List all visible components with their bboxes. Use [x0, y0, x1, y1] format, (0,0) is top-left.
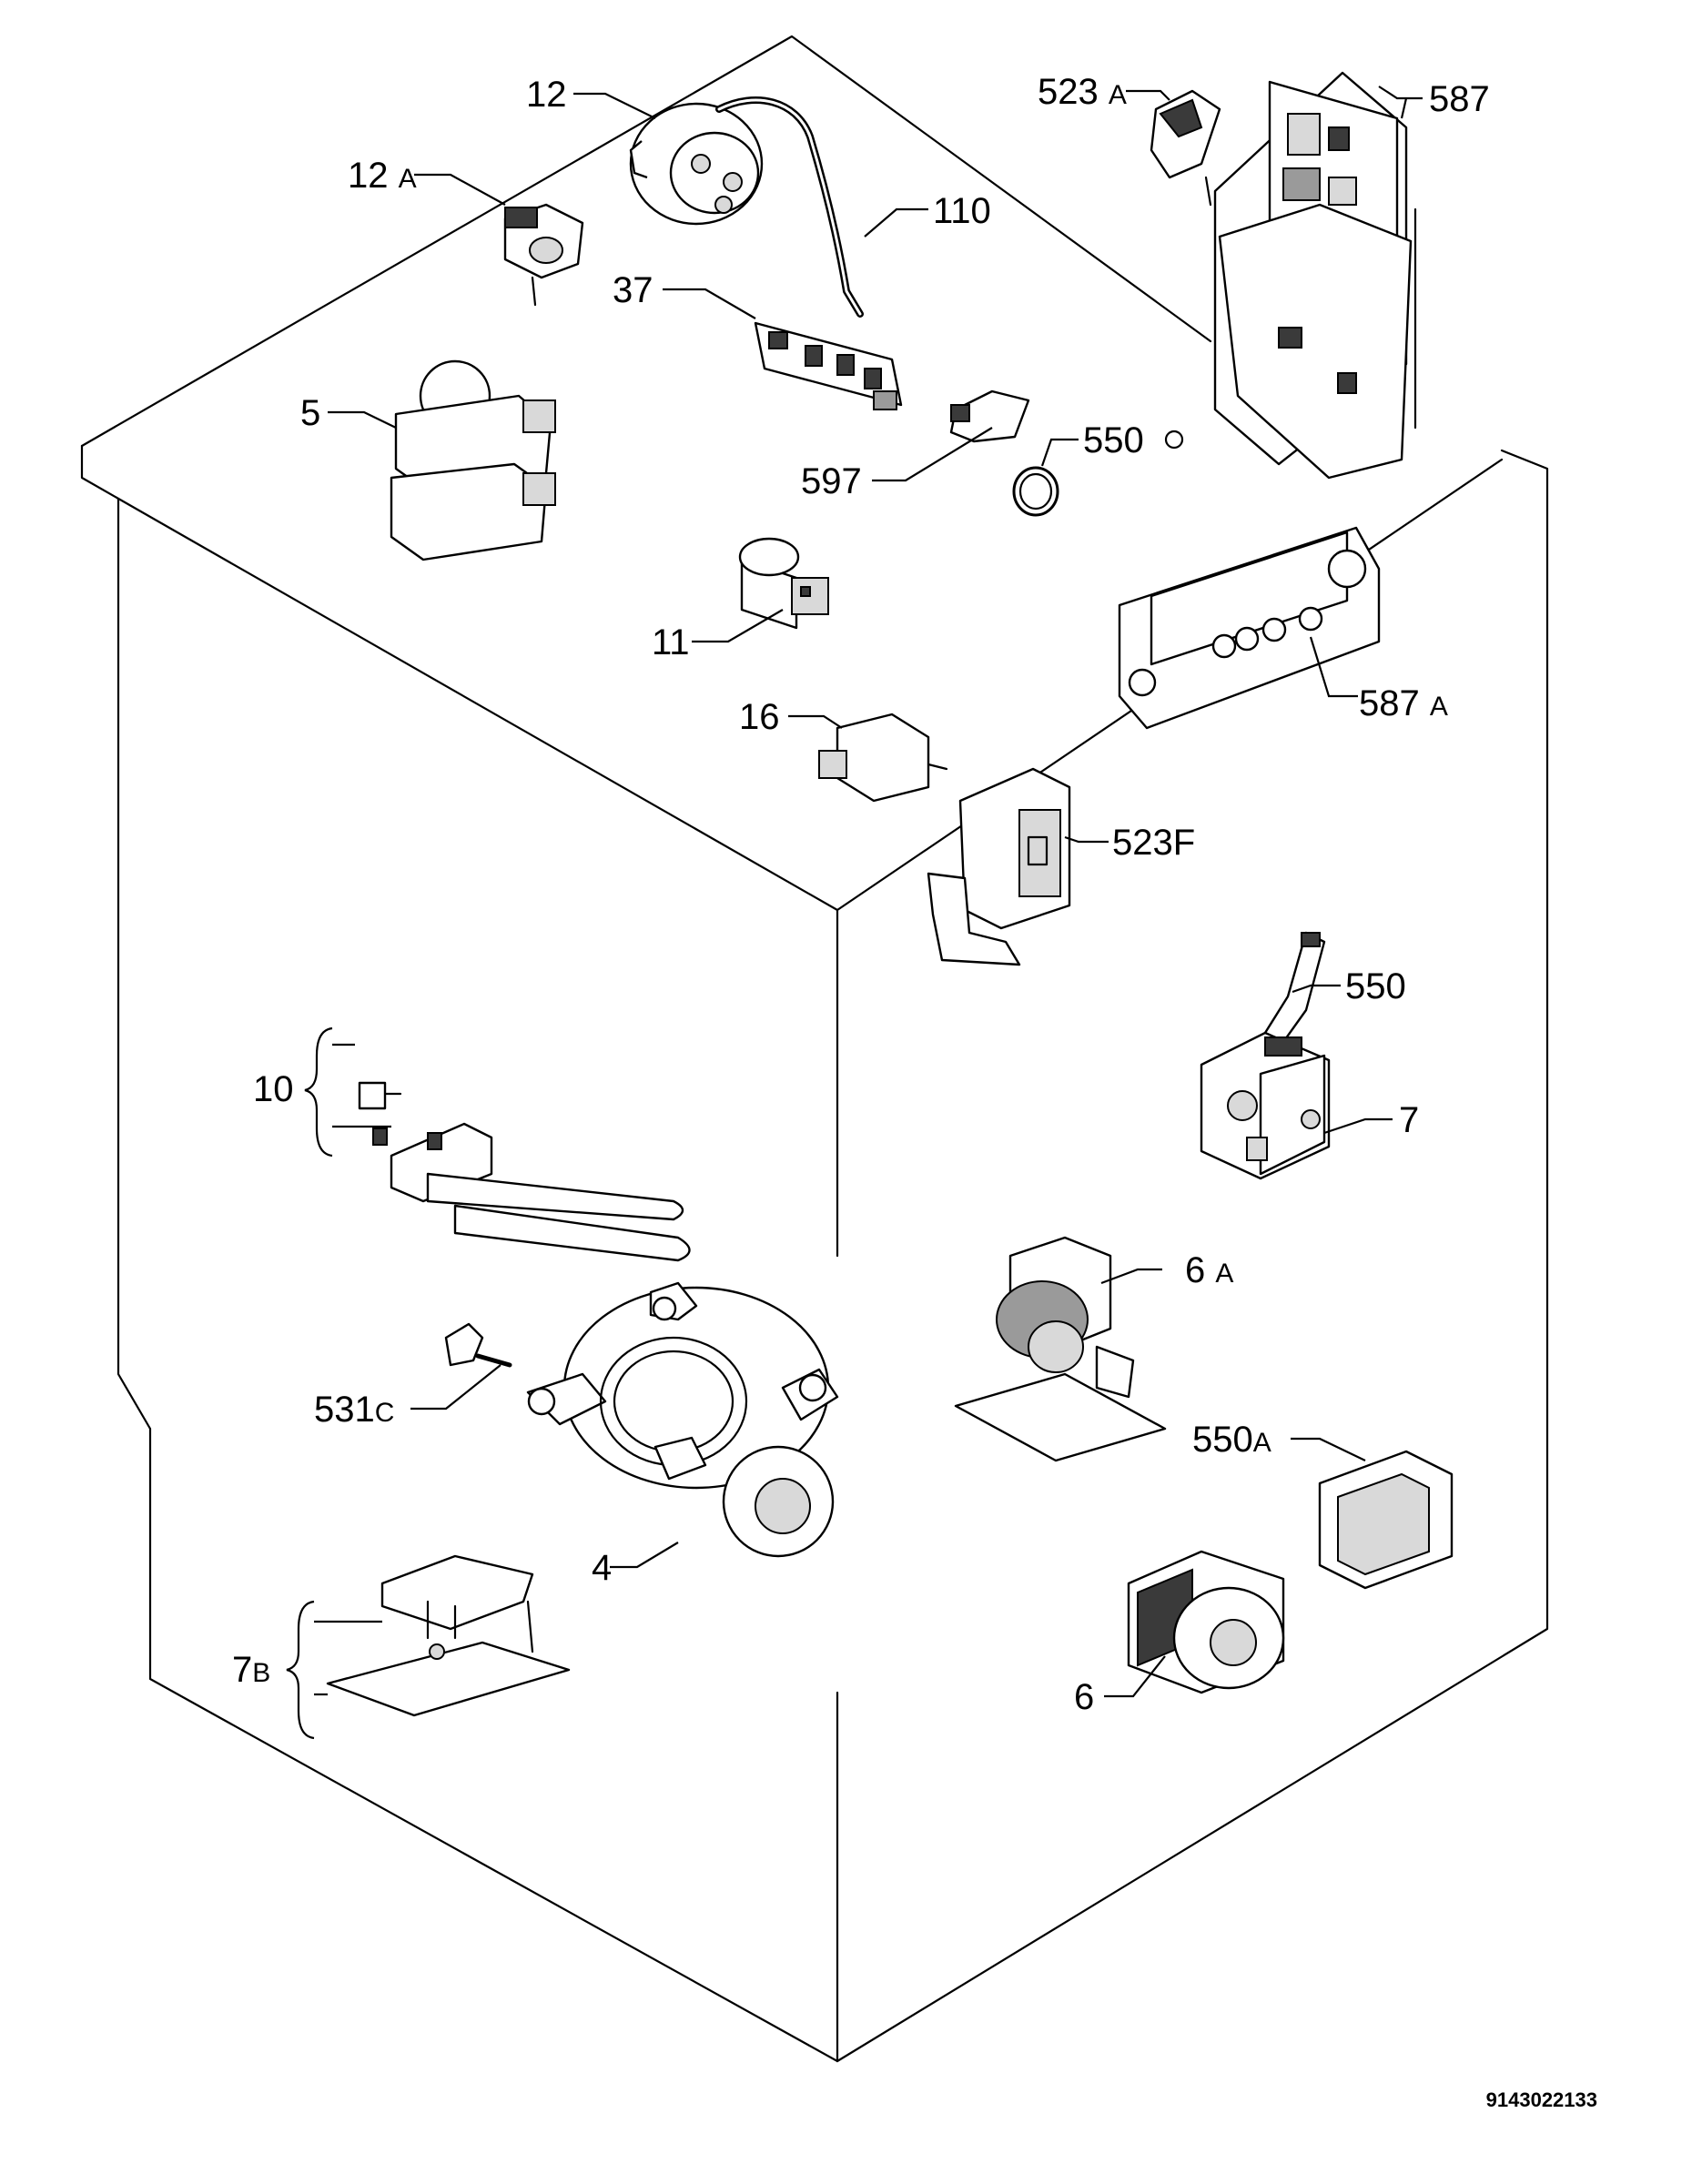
label-587a: 587 A [1359, 683, 1448, 723]
leader-lines [286, 86, 1423, 1740]
label-10: 10 [253, 1069, 294, 1109]
part-12a-pressure-switch [503, 203, 584, 307]
label-6: 6 [1074, 1677, 1094, 1717]
part-597-clip [949, 389, 1030, 443]
label-12: 12 [526, 75, 567, 115]
label-16: 16 [739, 697, 780, 737]
part-523f-door-lock [927, 767, 1071, 966]
part-16-switch [818, 713, 948, 803]
part-523a-connector [1150, 89, 1221, 207]
part-550a-cover [1318, 1450, 1454, 1590]
part-6-drain-pump [1127, 1550, 1285, 1694]
part-12-programmer [629, 102, 764, 226]
part-5-valve [390, 359, 556, 561]
part-550-lever [1263, 931, 1326, 1044]
open-circle-marker-icon [1164, 430, 1184, 450]
label-550-ring: 550 [1083, 420, 1184, 460]
label-5: 5 [300, 393, 320, 433]
part-531c-screw [444, 1322, 512, 1368]
part-labels: 12 12 A 110 37 5 597 550 11 16 523 A 587… [232, 72, 1490, 1717]
label-597: 597 [801, 461, 862, 501]
part-7-door-switch [1200, 1031, 1331, 1180]
svg-text:550: 550 [1083, 420, 1144, 460]
label-7: 7 [1399, 1100, 1419, 1140]
label-587: 587 [1429, 79, 1490, 119]
part-6a-pump [954, 1236, 1167, 1462]
part-587a-control-panel [1118, 526, 1381, 730]
part-10-heater [358, 1081, 691, 1262]
label-6a: 6 A [1185, 1250, 1233, 1290]
label-110: 110 [933, 191, 991, 231]
part-4-motor [526, 1281, 839, 1558]
label-12a: 12 A [348, 156, 417, 196]
label-4: 4 [592, 1548, 612, 1588]
label-531c: 531C [314, 1390, 394, 1430]
label-7b: 7B [232, 1650, 270, 1690]
part-7b-bracket [326, 1554, 571, 1717]
label-523f: 523F [1112, 823, 1195, 863]
part-587-electronic-board [1213, 71, 1417, 480]
label-523a: 523 A [1038, 72, 1127, 112]
label-11: 11 [652, 622, 690, 662]
label-550: 550 [1345, 966, 1406, 1006]
part-37-connector-strip [754, 321, 903, 410]
part-11-capacitor [738, 537, 829, 630]
drawing-code: 9143022133 [1486, 2088, 1597, 2111]
label-37: 37 [613, 270, 653, 310]
label-550a: 550A [1192, 1420, 1271, 1460]
